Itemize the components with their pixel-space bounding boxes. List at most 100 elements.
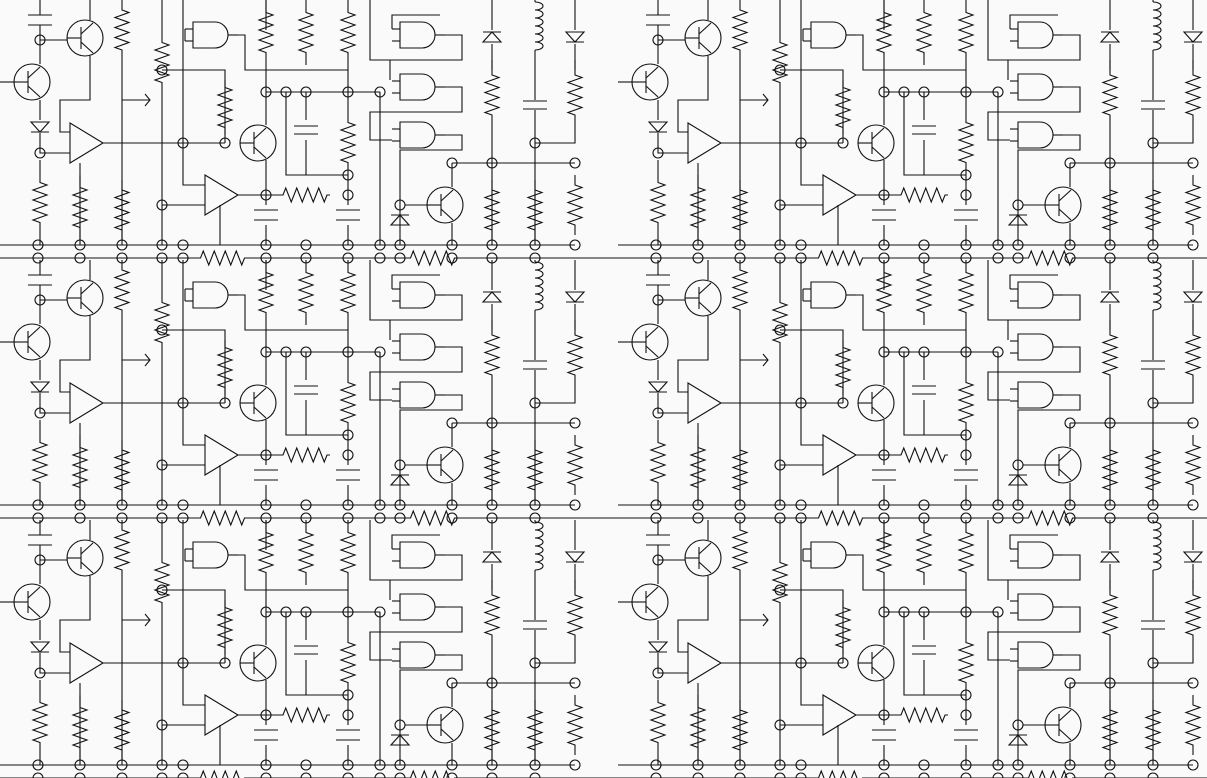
junction-node <box>177 772 189 778</box>
junction-node <box>1187 157 1199 169</box>
resistor <box>1184 175 1202 235</box>
junction-node <box>34 34 46 46</box>
junction-node <box>878 239 890 251</box>
diode-icon <box>564 551 586 563</box>
and-gate-icon <box>1010 281 1063 309</box>
junction-node <box>177 397 189 409</box>
junction-node <box>529 657 541 669</box>
junction-node <box>219 137 231 149</box>
junction-node <box>177 499 189 511</box>
resistor <box>898 706 948 724</box>
junction-node <box>774 772 786 778</box>
junction-node <box>529 137 541 149</box>
junction-node <box>1187 239 1199 251</box>
junction-node <box>342 499 354 511</box>
resistor <box>153 0 171 125</box>
npn-transistor-icon <box>239 384 277 422</box>
junction-node <box>878 606 890 618</box>
junction-node <box>300 499 312 511</box>
junction-node <box>960 86 972 98</box>
resistor <box>280 186 330 204</box>
junction-node <box>774 64 786 76</box>
resistor <box>834 80 852 135</box>
resistor <box>957 115 975 170</box>
junction-node <box>32 759 44 771</box>
junction-node <box>692 499 704 511</box>
diode-icon <box>1182 31 1204 43</box>
junction-node <box>1064 252 1076 264</box>
junction-node <box>992 239 1004 251</box>
resistor <box>339 635 357 690</box>
junction-node <box>1104 759 1116 771</box>
npn-transistor-icon <box>426 446 464 484</box>
junction-node <box>918 86 930 98</box>
junction-node <box>342 239 354 251</box>
capacitor <box>254 469 278 481</box>
junction-node <box>1104 157 1116 169</box>
junction-node <box>394 199 406 211</box>
junction-node <box>446 252 458 264</box>
junction-node <box>960 189 972 201</box>
wires <box>618 520 1207 778</box>
resistor <box>957 520 975 585</box>
junction-node <box>260 772 272 778</box>
junction-node <box>1012 772 1024 778</box>
junction-node <box>74 252 86 264</box>
resistor <box>339 520 357 585</box>
junction-node <box>1147 252 1159 264</box>
junction-node <box>529 759 541 771</box>
resistor <box>526 700 544 760</box>
resistor <box>113 180 131 240</box>
op-amp-icon <box>822 174 858 216</box>
junction-node <box>960 346 972 358</box>
junction-node <box>795 772 807 778</box>
diode-icon <box>1007 474 1029 486</box>
npn-transistor-icon <box>857 384 895 422</box>
resistor <box>1101 320 1119 390</box>
junction-node <box>280 606 292 618</box>
resistor <box>483 60 501 130</box>
capacitor <box>294 125 318 135</box>
capacitor <box>954 469 978 481</box>
inductor-icon <box>1152 521 1162 571</box>
junction-node <box>219 397 231 409</box>
resistor <box>649 680 667 765</box>
junction-node <box>960 499 972 511</box>
resistor <box>1184 435 1202 495</box>
resistor <box>71 435 89 500</box>
circuit-tile <box>618 0 1207 267</box>
resistor <box>113 0 131 60</box>
junction-node <box>1064 239 1076 251</box>
npn-transistor-icon <box>13 583 51 621</box>
junction-node <box>394 459 406 471</box>
resistor <box>957 0 975 65</box>
resistor <box>771 520 789 645</box>
resistor <box>817 769 863 778</box>
junction-node <box>1064 677 1076 689</box>
resistor <box>689 175 707 240</box>
circuit-tile <box>0 0 618 267</box>
capacitor <box>646 534 670 546</box>
junction-node <box>156 499 168 511</box>
junction-node <box>342 449 354 461</box>
junction-node <box>652 294 664 306</box>
capacitor <box>954 729 978 741</box>
junction-node <box>774 199 786 211</box>
junction-node <box>374 252 386 264</box>
resistor <box>915 0 933 65</box>
resistor <box>1184 580 1202 650</box>
junction-node <box>446 759 458 771</box>
capacitor <box>954 209 978 221</box>
junction-node <box>774 239 786 251</box>
junction-node <box>32 499 44 511</box>
junction-node <box>374 499 386 511</box>
junction-node <box>342 772 354 778</box>
capacitor <box>294 645 318 655</box>
op-amp-icon <box>822 434 858 476</box>
capacitor <box>28 274 52 286</box>
junction-node <box>116 772 128 778</box>
junction-node <box>34 407 46 419</box>
diode-icon <box>481 31 503 43</box>
npn-transistor-icon <box>426 706 464 744</box>
